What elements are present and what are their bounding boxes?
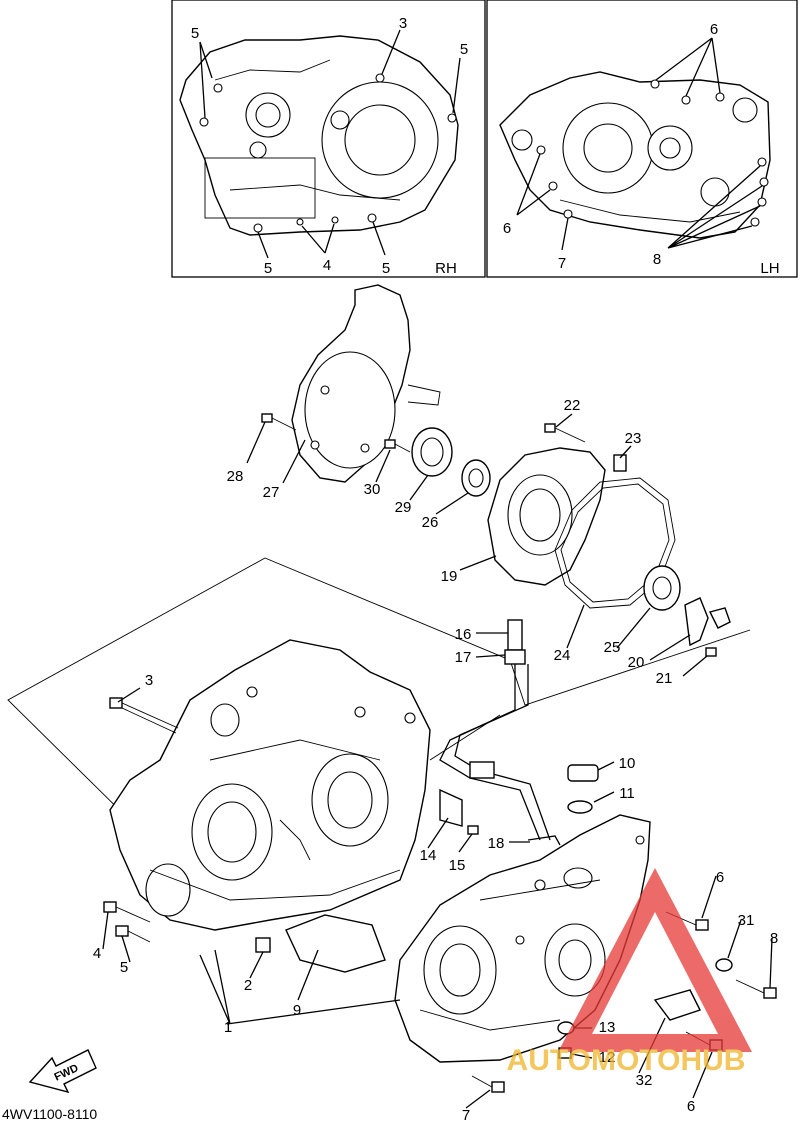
callout-18: 18	[488, 835, 505, 852]
rh-side-label: RH	[435, 260, 457, 277]
callout-3: 3	[145, 672, 153, 689]
callout-9: 9	[293, 1002, 301, 1019]
callout-29: 29	[395, 499, 412, 516]
callout-22: 22	[564, 397, 581, 414]
callout-23: 23	[625, 430, 642, 447]
callout-13: 13	[599, 1019, 616, 1036]
inset-lh-crankcase: 6 6 7 8 LH	[486, 0, 798, 278]
callout-25: 25	[604, 639, 621, 656]
lh-callout-6b: 6	[503, 220, 511, 237]
watermark-text: AUTOMOTOHUB	[507, 1044, 746, 1077]
callout-14: 14	[420, 847, 437, 864]
callout-26: 26	[422, 514, 439, 531]
lh-callout-8: 8	[653, 251, 661, 268]
callout-21: 21	[656, 670, 673, 687]
callout-12: 12	[599, 1049, 616, 1066]
callout-16: 16	[455, 626, 472, 643]
crankcase-cover-group: 28 27 30 29 26 19 22 23 24 25 20 21	[227, 284, 731, 687]
diagram-code: 4WV1100-8110	[2, 1106, 97, 1122]
callout-27: 27	[263, 484, 280, 501]
callout-11: 11	[619, 785, 635, 802]
rh-callout-5d: 5	[382, 260, 390, 277]
callout-2: 2	[244, 977, 252, 994]
rh-callout-5c: 5	[264, 260, 272, 277]
callout-31: 31	[738, 912, 755, 929]
rh-callout-4: 4	[323, 257, 331, 274]
callout-17: 17	[455, 649, 472, 666]
rh-callout-5b: 5	[460, 41, 468, 58]
callout-32: 32	[636, 1072, 653, 1089]
lh-side-label: LH	[760, 260, 779, 277]
callout-30: 30	[364, 481, 381, 498]
lh-callout-7: 7	[558, 255, 566, 272]
callout-8: 8	[770, 930, 778, 947]
callout-7: 7	[462, 1107, 470, 1123]
callout-5: 5	[120, 959, 128, 976]
callout-6b: 6	[687, 1098, 695, 1115]
lh-callout-6a: 6	[710, 21, 718, 38]
callout-28: 28	[227, 468, 244, 485]
callout-15: 15	[449, 857, 466, 874]
callout-19: 19	[441, 568, 458, 585]
fwd-arrow-icon: FWD	[28, 1049, 97, 1094]
rh-callout-5a: 5	[191, 25, 199, 42]
callout-1: 1	[224, 1019, 232, 1036]
watermark-logo: AUTOMOTOHUB	[507, 868, 752, 1077]
watermark-triangle-icon	[558, 868, 752, 1052]
rh-callout-3: 3	[399, 15, 407, 32]
callout-4: 4	[93, 945, 101, 962]
inset-rh-crankcase: 5 3 5 5 4 5 RH	[171, 0, 486, 278]
callout-6a: 6	[716, 869, 724, 886]
callout-10: 10	[619, 755, 636, 772]
callout-24: 24	[554, 647, 571, 664]
